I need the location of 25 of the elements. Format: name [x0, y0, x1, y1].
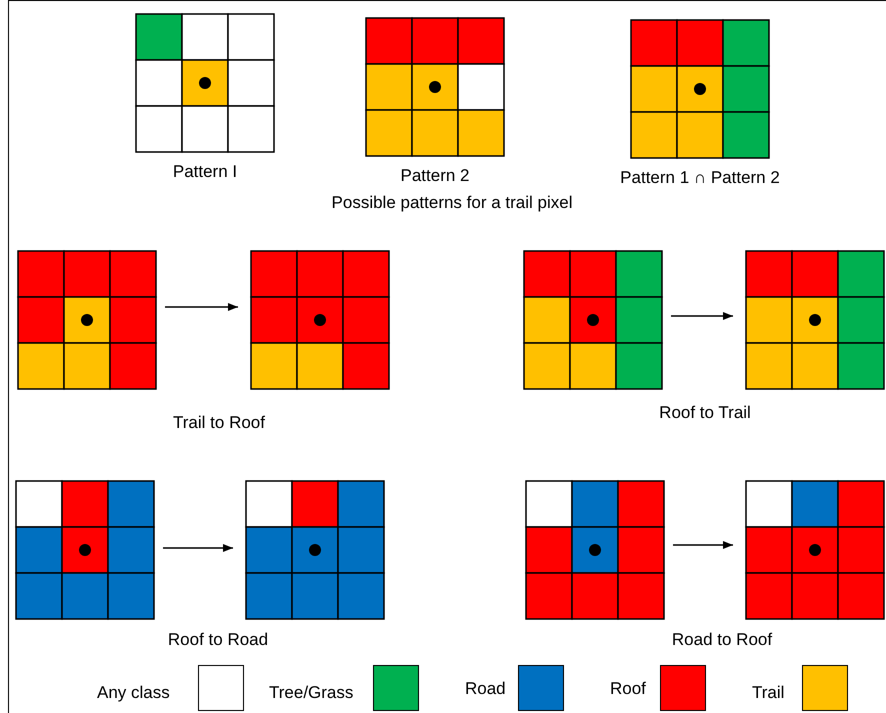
legend-label: Tree/Grass: [269, 682, 354, 704]
pattern-caption: Pattern 1 ∩ Pattern 2: [620, 167, 780, 189]
caption: Road to Roof: [672, 629, 772, 651]
caption: Possible patterns for a trail pixel: [332, 192, 572, 214]
legend-label: Trail: [752, 682, 784, 704]
pixel-grid: [17, 250, 157, 390]
pixel-grid: [745, 480, 885, 620]
arrow: [671, 312, 733, 320]
caption: Roof to Road: [168, 629, 268, 651]
pattern-caption: Pattern 2: [400, 165, 470, 187]
pixel-grid: [525, 480, 665, 620]
arrow: [673, 541, 733, 549]
pixel-grid: [523, 250, 663, 390]
caption: Roof to Trail: [659, 402, 751, 424]
pattern-caption: Pattern I: [172, 161, 238, 183]
legend-label: Any class: [97, 682, 170, 704]
legend-label: Road: [465, 678, 506, 700]
pixel-grid: [15, 480, 155, 620]
pixel-grid: [745, 250, 885, 390]
legend-label: Roof: [610, 678, 646, 700]
arrow: [163, 544, 233, 552]
pixel-grid: [245, 480, 385, 620]
caption: Trail to Roof: [173, 412, 265, 434]
pixel-grid: [250, 250, 390, 390]
arrow: [165, 303, 238, 311]
